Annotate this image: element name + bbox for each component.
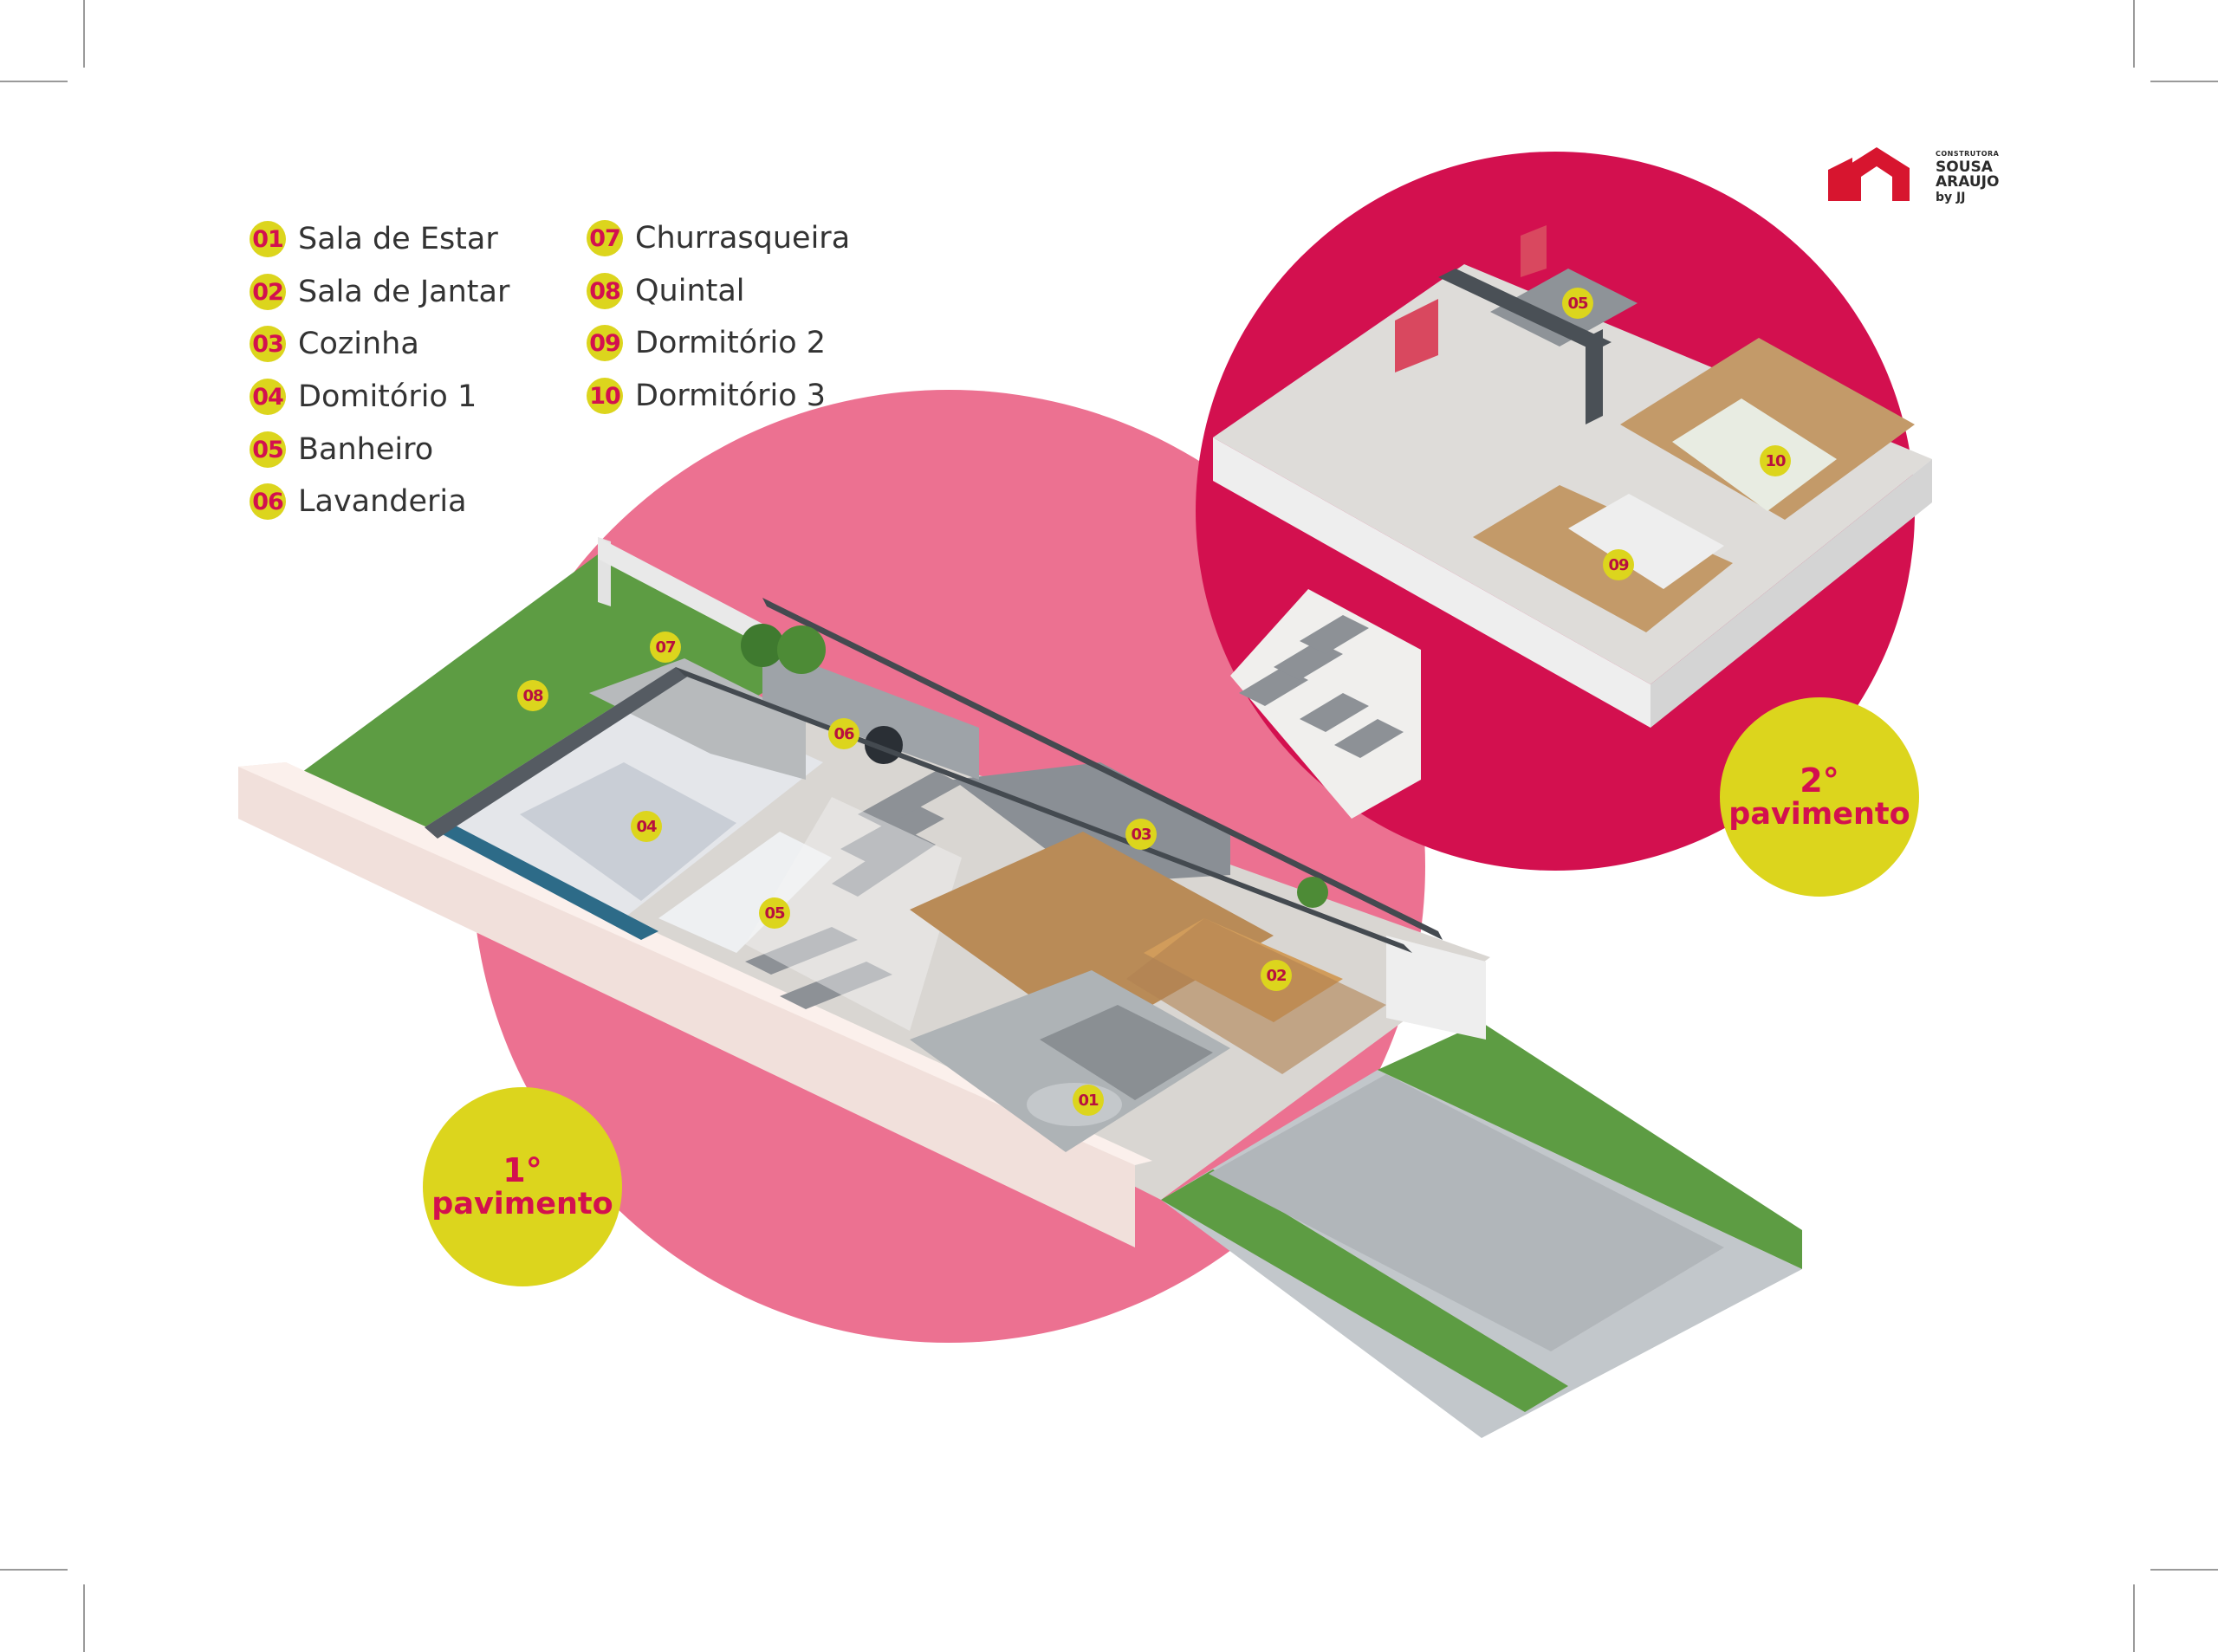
plant	[1297, 877, 1328, 908]
second-floor-label: pavimento	[1728, 796, 1910, 832]
legend-item: 07 Churrasqueira	[587, 220, 850, 256]
legend-label: Domitório 1	[298, 379, 477, 414]
legend-item: 10 Dormitório 3	[587, 378, 826, 414]
legend-label: Dormitório 2	[635, 326, 827, 360]
crop-mark	[2150, 1569, 2218, 1571]
legend-item: 05 Banheiro	[250, 431, 433, 468]
first-floor-label: pavimento	[431, 1186, 613, 1221]
crop-mark	[0, 1569, 68, 1571]
legend-item: 08 Quintal	[587, 273, 745, 309]
legend-item: 06 Lavanderia	[250, 483, 467, 520]
crop-mark	[2150, 81, 2218, 82]
legend-number: 01	[250, 221, 286, 257]
upper-window	[1395, 299, 1438, 373]
inner-wall-top	[762, 598, 1443, 940]
room-tag-05-upper: 05	[1562, 288, 1593, 319]
second-floor-badge: 2° pavimento	[1720, 697, 1919, 897]
side-wall	[238, 762, 1135, 1247]
legend-label: Cozinha	[298, 327, 419, 361]
legend-number: 06	[250, 483, 286, 520]
legend-number: 08	[587, 273, 623, 309]
bedroom-04-wall	[425, 667, 689, 839]
room-tag-02: 02	[1261, 960, 1292, 991]
legend-label: Sala de Jantar	[298, 275, 510, 309]
room-09-bed	[1568, 494, 1724, 589]
upper-window-2	[1521, 225, 1547, 277]
legend-number: 09	[587, 325, 623, 361]
brand-by: by JJ	[1936, 191, 1966, 204]
room-tag-03: 03	[1125, 819, 1157, 850]
room-tag-09: 09	[1603, 549, 1634, 580]
bedroom-04-window	[438, 823, 658, 940]
room-tag-05: 05	[759, 897, 790, 929]
legend-item: 02 Sala de Jantar	[250, 274, 509, 310]
room-tag-07: 07	[650, 632, 681, 663]
legend-item: 03 Cozinha	[250, 326, 419, 362]
bathroom-05-floor	[658, 832, 832, 953]
legend-number: 10	[587, 378, 623, 414]
laundry-area	[762, 645, 979, 780]
back-wall	[598, 537, 762, 645]
legend-number: 07	[587, 220, 623, 256]
living-floor	[910, 970, 1230, 1152]
legend-label: Churrasqueira	[635, 221, 851, 256]
crop-mark	[0, 81, 68, 82]
second-floor-number: 2°	[1800, 761, 1839, 800]
sofa	[1040, 1005, 1213, 1100]
room-tag-08: 08	[517, 680, 548, 711]
brand-name: SOUSA ARAUJO	[1936, 159, 2000, 191]
plant	[741, 624, 784, 667]
room-09-floor	[1473, 485, 1733, 632]
upper-stairs	[1230, 589, 1421, 819]
crop-mark	[2133, 1584, 2135, 1652]
crop-mark	[2133, 0, 2135, 68]
side-wall-top	[238, 762, 1152, 1165]
stairs-white	[745, 797, 962, 1031]
upper-slab-right	[1651, 459, 1932, 728]
legend-label: Dormitório 3	[635, 379, 827, 413]
plant	[777, 625, 826, 674]
room-tag-06: 06	[828, 718, 859, 749]
room-tag-04: 04	[631, 811, 662, 842]
house-logo-icon	[1828, 147, 1910, 201]
ground-stairs	[745, 771, 962, 1009]
brand-small: CONSTRUTORA	[1936, 150, 2000, 158]
upper-wall	[1438, 269, 1612, 351]
legend-number: 02	[250, 274, 286, 310]
backyard-grass	[286, 554, 762, 875]
legend-label: Sala de Estar	[298, 222, 498, 256]
dining-floor	[1126, 918, 1386, 1074]
room-tag-01: 01	[1073, 1085, 1104, 1116]
legend-number: 03	[250, 326, 286, 362]
inner-wall	[676, 667, 1412, 953]
room-10-bed	[1672, 398, 1837, 511]
crop-mark	[83, 1584, 85, 1652]
legend-label: Banheiro	[298, 432, 434, 467]
legend-item: 04 Domitório 1	[250, 379, 477, 415]
upper-wall-2	[1586, 329, 1603, 424]
front-wall	[1386, 936, 1486, 1040]
upper-slab-front	[1213, 437, 1651, 728]
legend-number: 04	[250, 379, 286, 415]
brand-logo: CONSTRUTORA SOUSA ARAUJO by JJ	[1826, 146, 2060, 204]
legend-item: 01 Sala de Estar	[250, 221, 498, 257]
first-floor-number: 1°	[503, 1150, 542, 1189]
driveway-front-grass	[1378, 1022, 1802, 1269]
legend-label: Quintal	[635, 274, 745, 308]
first-floor-badge: 1° pavimento	[423, 1087, 622, 1286]
driveway-side-grass	[1161, 1169, 1568, 1412]
legend-item: 09 Dormitório 2	[587, 325, 826, 361]
bedroom-04-bed	[520, 762, 736, 901]
crop-mark	[83, 0, 85, 68]
driveway-strip	[1209, 1074, 1724, 1351]
upper-slab-top	[1213, 264, 1932, 684]
legend-number: 05	[250, 431, 286, 468]
room-tag-10: 10	[1760, 445, 1791, 476]
legend-label: Lavanderia	[298, 484, 467, 519]
